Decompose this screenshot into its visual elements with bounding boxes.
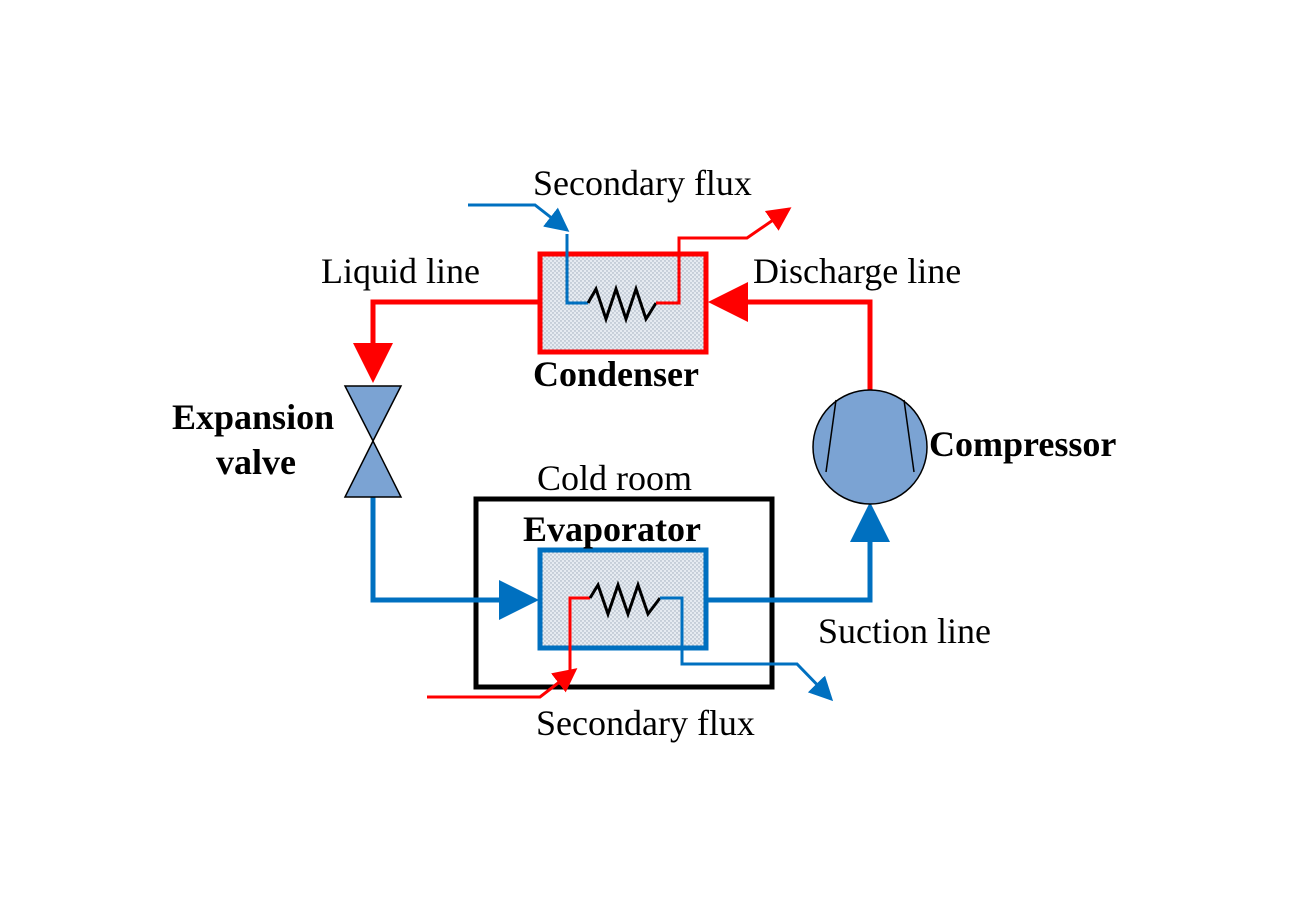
cold-room-box xyxy=(473,496,775,690)
liquid-line xyxy=(353,299,540,383)
evaporator-secondary-coil-in xyxy=(568,596,590,672)
condenser-coil xyxy=(586,284,658,324)
expansion-valve-lower xyxy=(343,439,403,498)
condenser-box xyxy=(537,251,709,355)
compressor-right-line xyxy=(903,399,915,473)
label-cold-room: Cold room xyxy=(537,458,692,498)
expansion-valve-upper xyxy=(343,385,403,443)
label-condenser: Condenser xyxy=(533,354,699,394)
evaporator-secondary-inlet xyxy=(427,668,578,699)
compressor-body xyxy=(812,389,928,505)
label-expansion-valve-1: Expansion xyxy=(172,397,334,437)
compressor-left-line xyxy=(825,399,837,473)
discharge-line xyxy=(708,282,873,390)
label-compressor: Compressor xyxy=(929,424,1116,464)
label-suction-line: Suction line xyxy=(818,611,991,651)
evaporator-coil xyxy=(588,580,662,619)
label-evaporator: Evaporator xyxy=(523,509,701,549)
label-liquid-line: Liquid line xyxy=(321,251,480,291)
label-discharge-line: Discharge line xyxy=(753,251,961,291)
condenser-secondary-inlet xyxy=(468,203,570,232)
condenser-secondary-coil-out xyxy=(656,207,792,305)
condenser-secondary-coil-in xyxy=(565,234,588,305)
evaporator-secondary-coil-out xyxy=(660,596,834,702)
label-expansion-valve-2: valve xyxy=(216,442,296,482)
evaporator-inlet-line xyxy=(370,497,539,620)
label-secondary-flux-top: Secondary flux xyxy=(533,163,752,203)
label-secondary-flux-bottom: Secondary flux xyxy=(536,703,755,743)
suction-line xyxy=(708,502,890,603)
